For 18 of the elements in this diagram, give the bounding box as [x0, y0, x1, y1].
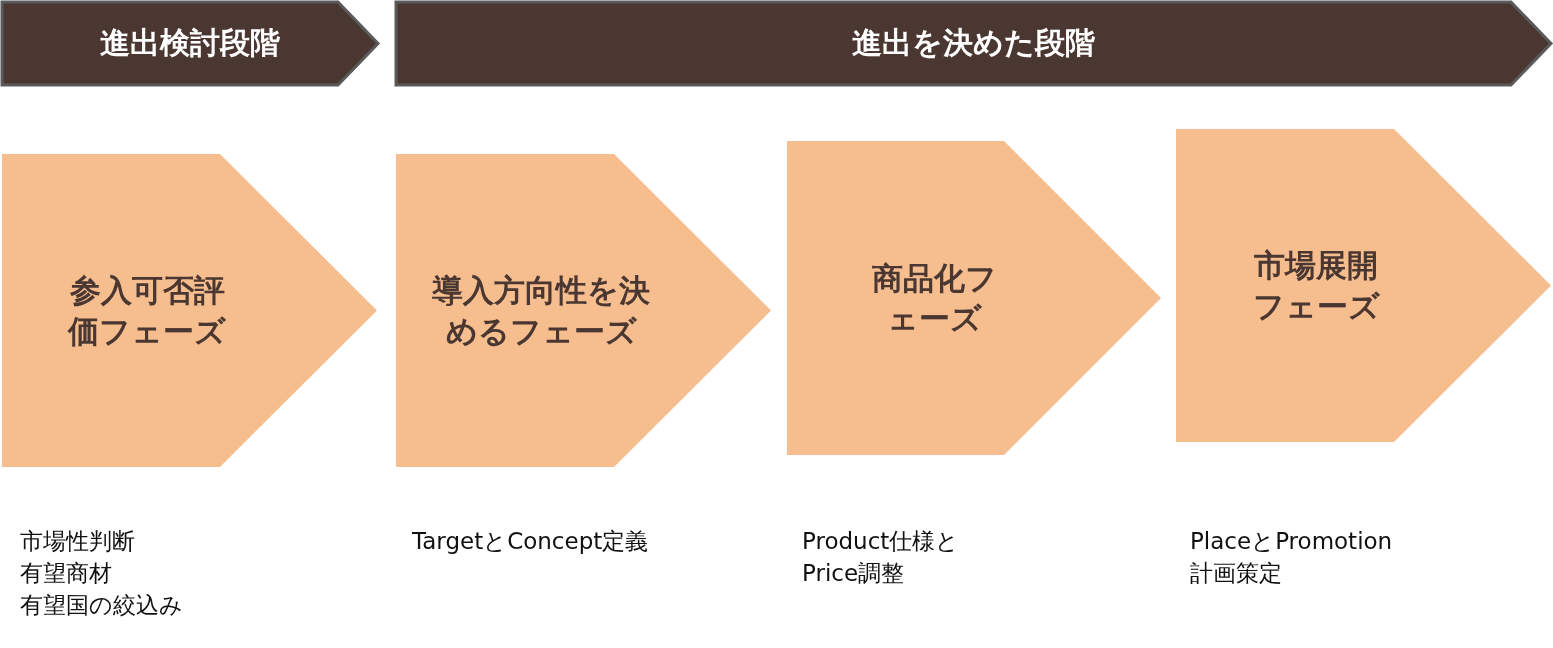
phase-note: 有望商材: [20, 559, 113, 589]
phase-title: 導入方向性を決めるフェーズ: [431, 271, 651, 351]
stage-band: [2, 2, 378, 85]
stage-title: 進出を決めた段階: [851, 24, 1096, 62]
phase-note: Product仕様とPrice調整: [802, 527, 961, 589]
phase-pentagon: [396, 154, 771, 467]
stage-band: [396, 2, 1551, 85]
stage-title: 進出検討段階: [99, 24, 281, 62]
phase-note: TargetとConcept定義: [412, 527, 650, 556]
phase-title: 商品化フェーズ: [871, 258, 998, 338]
phase-title: 参入可否評価フェーズ: [66, 271, 227, 351]
phase-pentagon: [2, 154, 377, 467]
phase-pentagon: [1176, 129, 1551, 442]
phase-note: 市場性判断: [20, 527, 136, 556]
phase-pentagon: [787, 141, 1161, 455]
phase-title: 市場展開フェーズ: [1251, 246, 1381, 326]
phase-note: 有望国の絞込み: [20, 591, 184, 621]
phase-note: PlaceとPromotion計画策定: [1190, 527, 1394, 589]
